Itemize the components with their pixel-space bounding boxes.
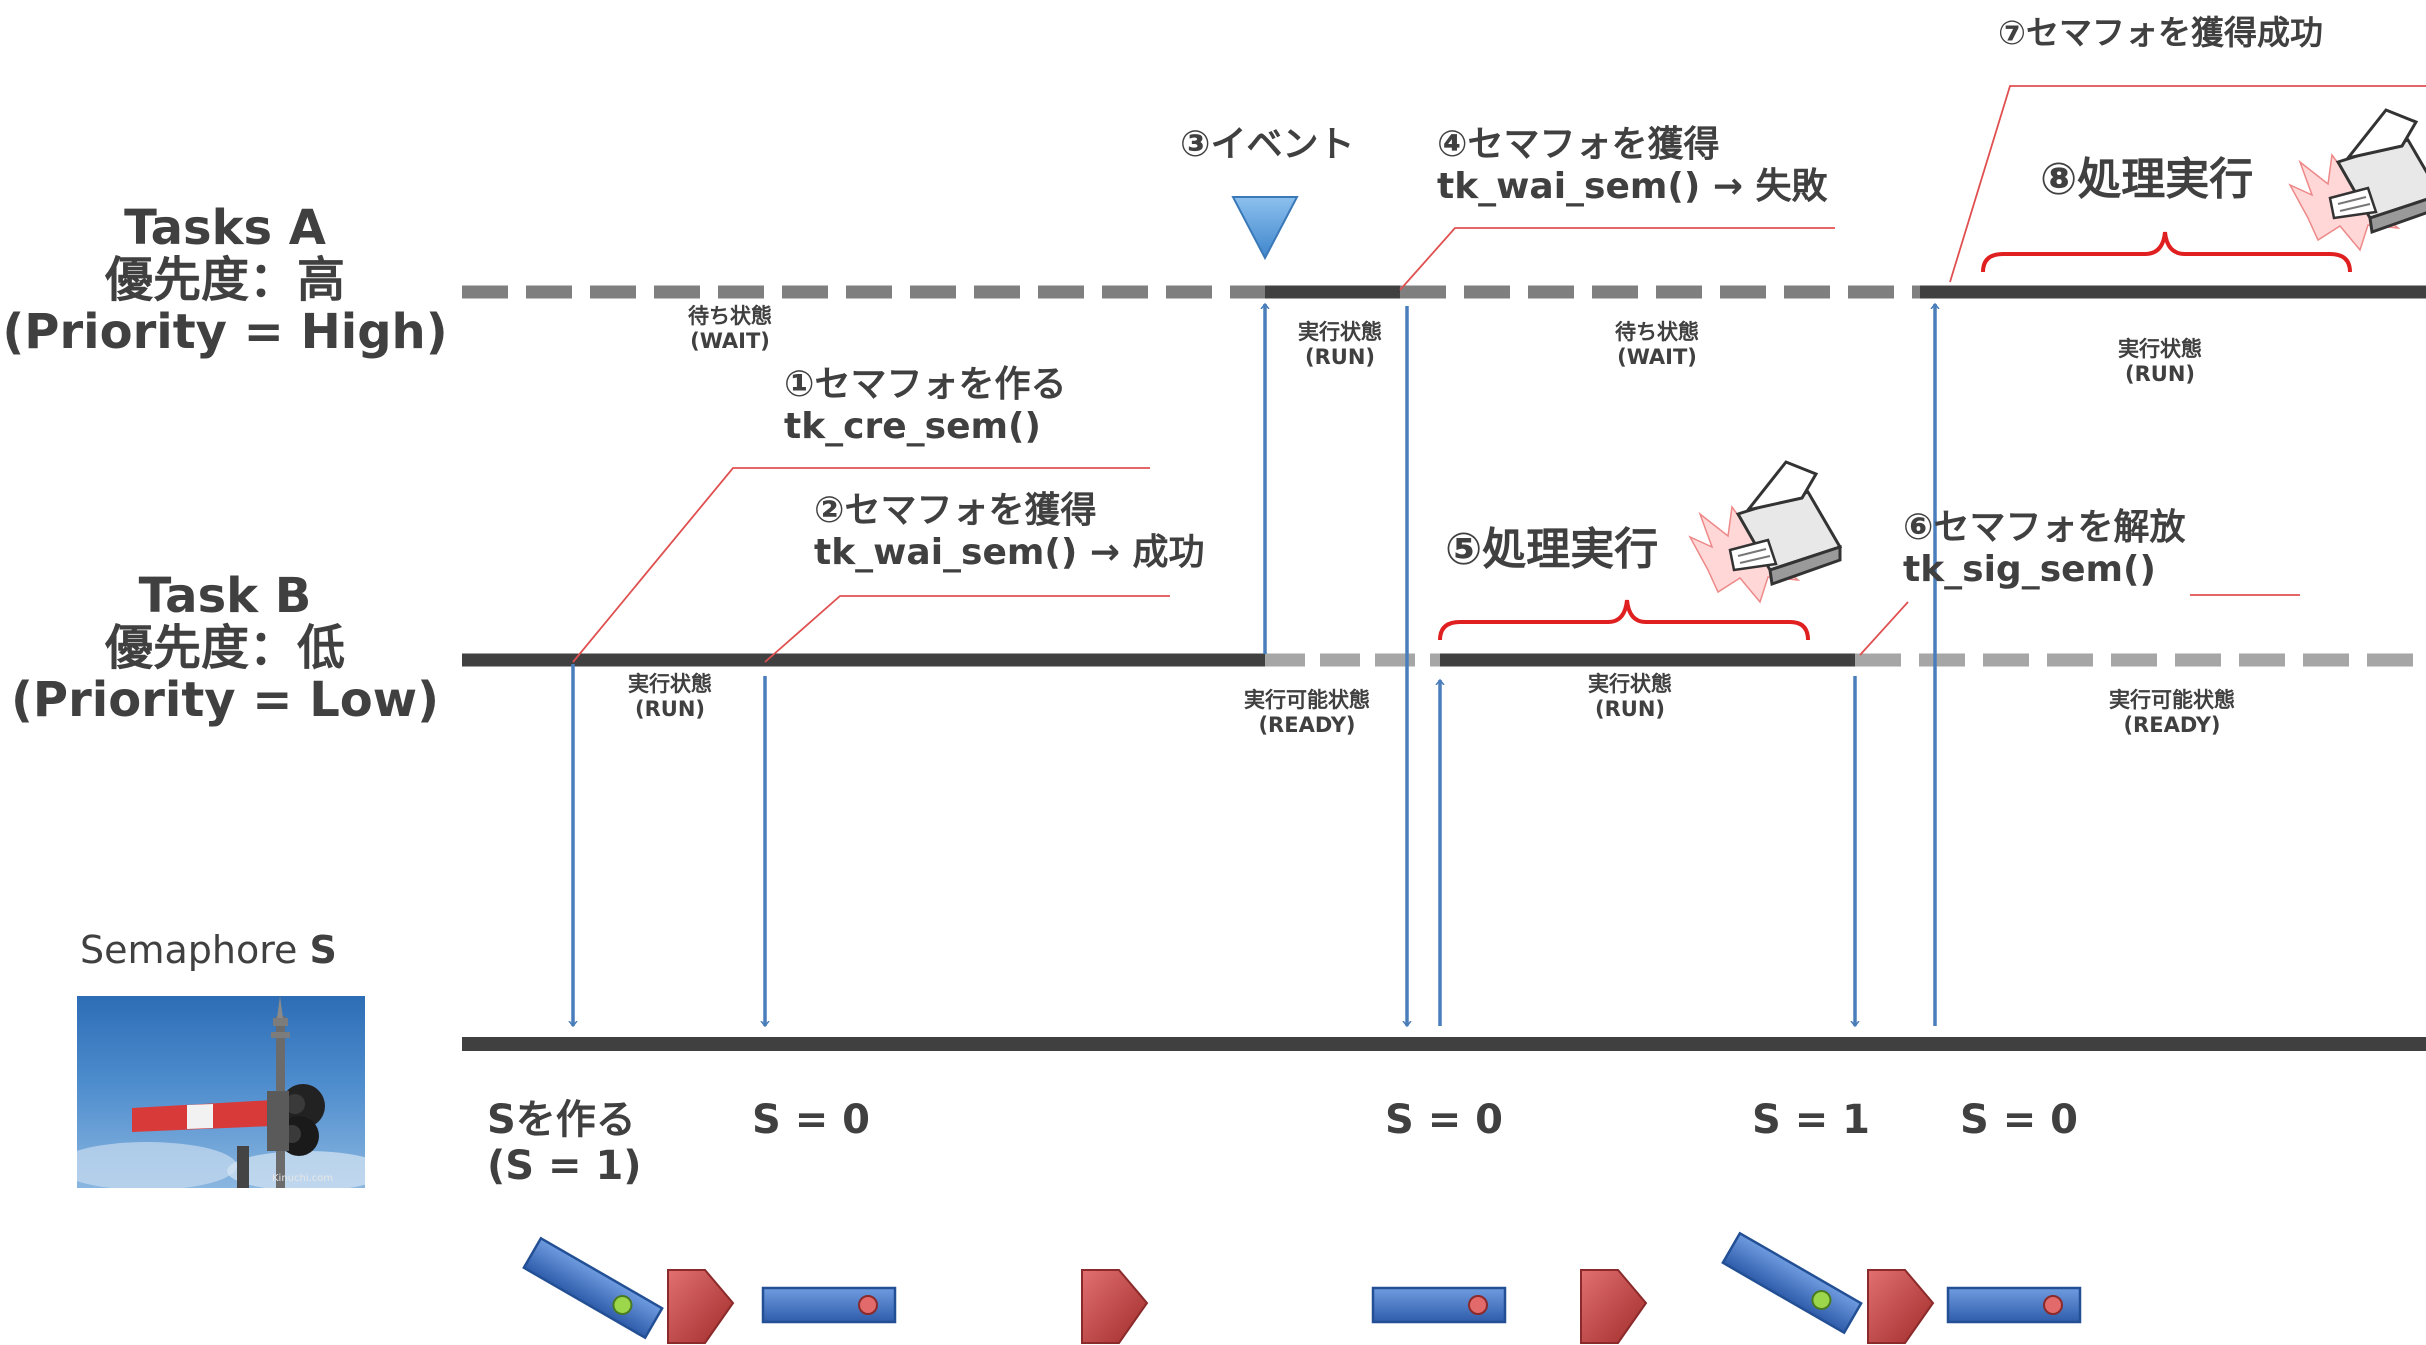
step3-annotation: ③イベント bbox=[1180, 124, 1355, 165]
state-label-en: (WAIT) bbox=[1617, 345, 1697, 369]
semaphore-title: Semaphore S bbox=[80, 928, 337, 972]
signal-arrow-3 bbox=[1580, 1269, 1648, 1344]
step4-call: tk_wai_sem() → 失敗 bbox=[1437, 166, 1828, 207]
state-label-ja: 実行可能状態 bbox=[2109, 688, 2235, 712]
step5-annotation: ⑤処理実行 bbox=[1445, 524, 1659, 575]
task-a-label: Tasks A 優先度：高 (Priority = High) bbox=[0, 202, 450, 358]
state-label-ja: 実行状態 bbox=[628, 672, 712, 696]
event-triangle-icon bbox=[1231, 196, 1299, 261]
photo-watermark: Kinuchi.com bbox=[272, 1173, 333, 1184]
signal-bar-flat-2 bbox=[1371, 1286, 1507, 1324]
state-label-en: (WAIT) bbox=[690, 329, 770, 353]
semaphore-value-1-line1: Sを作る bbox=[487, 1097, 636, 1143]
task-b-label: Task B 優先度：低 (Priority = Low) bbox=[0, 570, 450, 726]
state-label-en: (RUN) bbox=[635, 697, 705, 721]
leader-step2 bbox=[764, 595, 1170, 663]
signal-sequence bbox=[522, 1231, 2082, 1344]
bracket-process-b bbox=[1438, 599, 1810, 641]
task-a-priority-ja: 優先度：高 bbox=[104, 252, 345, 308]
state-label-en: (READY) bbox=[1258, 713, 1356, 737]
step4-annotation: ④セマフォを獲得 tk_wai_sem() → 失敗 bbox=[1437, 124, 1828, 208]
printer-icon bbox=[1688, 460, 1843, 604]
state-a-wait-1: 待ち状態 (WAIT) bbox=[630, 304, 830, 354]
semaphore-value-1-line2: (S = 1) bbox=[487, 1143, 642, 1189]
step1-call: tk_cre_sem() bbox=[784, 406, 1041, 447]
step4-title: ④セマフォを獲得 bbox=[1437, 124, 1720, 165]
task-b-priority-ja: 優先度：低 bbox=[104, 620, 345, 676]
task-b-name: Task B bbox=[138, 568, 312, 624]
state-label-en: (RUN) bbox=[2125, 362, 2195, 386]
step2-annotation: ②セマフォを獲得 tk_wai_sem() → 成功 bbox=[814, 490, 1205, 574]
transition-arrows bbox=[573, 304, 1935, 1026]
state-a-run-2: 実行状態 (RUN) bbox=[2060, 337, 2260, 387]
semaphore-signal-photo: Kinuchi.com bbox=[77, 996, 365, 1188]
leader-lines bbox=[572, 85, 2426, 663]
state-b-run-2: 実行状態 (RUN) bbox=[1530, 672, 1730, 722]
semaphore-signal-icon: Kinuchi.com bbox=[77, 996, 365, 1188]
bracket-process-a bbox=[1981, 231, 2352, 273]
state-label-ja: 実行状態 bbox=[2118, 337, 2202, 361]
state-a-run-1: 実行状態 (RUN) bbox=[1240, 320, 1440, 370]
state-label-ja: 実行状態 bbox=[1298, 320, 1382, 344]
step6-call: tk_sig_sem() bbox=[1903, 549, 2156, 590]
semaphore-value-3: S = 0 bbox=[1385, 1097, 1504, 1143]
state-label-ja: 実行状態 bbox=[1588, 672, 1672, 696]
step6-title: ⑥セマフォを解放 bbox=[1903, 507, 2186, 548]
semaphore-value-4: S = 1 bbox=[1752, 1097, 1871, 1143]
signal-arrow-2 bbox=[1081, 1269, 1149, 1344]
semaphore-value-1: Sを作る (S = 1) bbox=[487, 1097, 642, 1189]
leader-step6-a bbox=[1859, 601, 1909, 656]
signal-bar-flat-3 bbox=[1946, 1286, 2082, 1324]
step7-annotation: ⑦セマフォを獲得成功 bbox=[1998, 13, 2323, 52]
step2-call: tk_wai_sem() → 成功 bbox=[814, 532, 1205, 573]
state-b-ready-1: 実行可能状態 (READY) bbox=[1207, 688, 1407, 738]
signal-arrow-1 bbox=[667, 1269, 735, 1344]
semaphore-name: S bbox=[309, 928, 337, 972]
signal-bar-flat-1 bbox=[761, 1286, 897, 1324]
step2-title: ②セマフォを獲得 bbox=[814, 490, 1097, 531]
state-label-en: (RUN) bbox=[1595, 697, 1665, 721]
state-b-run-1: 実行状態 (RUN) bbox=[570, 672, 770, 722]
state-a-wait-2: 待ち状態 (WAIT) bbox=[1557, 320, 1757, 370]
state-label-ja: 実行可能状態 bbox=[1244, 688, 1370, 712]
task-a-priority-en: (Priority = High) bbox=[2, 304, 448, 360]
leader-step7 bbox=[1949, 85, 2426, 283]
leader-step1 bbox=[572, 467, 1150, 663]
step1-annotation: ①セマフォを作る tk_cre_sem() bbox=[784, 364, 1066, 448]
signal-arrow-4 bbox=[1867, 1269, 1935, 1344]
step1-title: ①セマフォを作る bbox=[784, 364, 1067, 405]
state-label-en: (RUN) bbox=[1305, 345, 1375, 369]
state-label-en: (READY) bbox=[2123, 713, 2221, 737]
printer-icon bbox=[2288, 108, 2426, 252]
state-b-ready-2: 実行可能状態 (READY) bbox=[2072, 688, 2272, 738]
task-a-name: Tasks A bbox=[124, 200, 326, 256]
state-label-ja: 待ち状態 bbox=[1615, 320, 1699, 344]
leader-step4 bbox=[1399, 227, 1835, 291]
step6-annotation: ⑥セマフォを解放 tk_sig_sem() bbox=[1903, 507, 2185, 591]
step8-annotation: ⑧処理実行 bbox=[2040, 154, 2254, 205]
state-label-ja: 待ち状態 bbox=[688, 304, 772, 328]
semaphore-prefix: Semaphore bbox=[80, 928, 310, 972]
task-b-priority-en: (Priority = Low) bbox=[10, 672, 440, 728]
semaphore-value-2: S = 0 bbox=[752, 1097, 871, 1143]
semaphore-value-5: S = 0 bbox=[1960, 1097, 2079, 1143]
signal-bar-raised-2 bbox=[1721, 1231, 1863, 1335]
signal-bar-raised-1 bbox=[522, 1236, 664, 1340]
